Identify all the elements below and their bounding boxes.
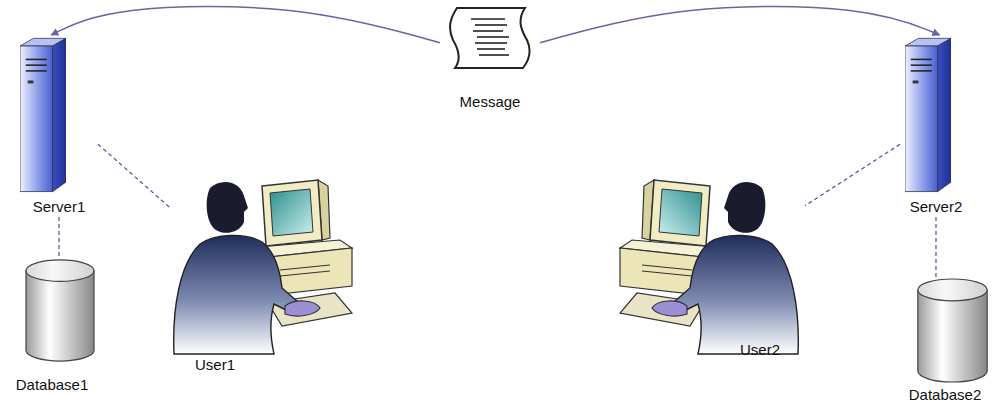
user-workstation	[170, 178, 370, 358]
server-icon	[20, 38, 66, 191]
message-arrow	[51, 6, 440, 42]
dashed-link	[805, 144, 900, 206]
server-node: Server2	[900, 35, 972, 217]
server-icon	[905, 38, 951, 191]
dashed-link	[935, 217, 936, 278]
database-cylinder	[26, 260, 94, 361]
user-workstation	[620, 180, 798, 354]
database-cylinder-node: Database1	[12, 258, 107, 398]
dashed-link	[58, 217, 59, 258]
server-icon	[905, 38, 951, 191]
database-cylinder	[25, 258, 95, 363]
user-workstation	[174, 180, 352, 354]
message-icon	[450, 8, 530, 68]
message-node: Message	[440, 5, 540, 113]
user-workstation	[174, 180, 352, 354]
database-cylinder	[915, 278, 990, 383]
user-workstation	[620, 180, 798, 354]
database-cylinder	[26, 260, 94, 361]
dashed-link	[98, 144, 170, 208]
node-label: Server2	[900, 198, 972, 216]
user-workstation-node: User2	[590, 178, 805, 363]
server-icon	[905, 35, 951, 195]
node-label: User1	[180, 356, 250, 374]
node-label: Message	[440, 93, 540, 111]
message-arrow	[540, 6, 940, 42]
database-cylinder	[918, 279, 987, 382]
user-workstation-node: User1	[170, 178, 370, 376]
message-icon	[447, 5, 533, 71]
server-node: Server1	[20, 35, 98, 217]
node-label: User2	[725, 341, 795, 359]
server-icon	[20, 35, 66, 195]
node-label: Server1	[20, 198, 98, 216]
node-label: Database1	[12, 376, 92, 394]
message-icon	[450, 8, 530, 68]
server-icon	[20, 38, 66, 191]
user-workstation	[590, 178, 802, 358]
database-cylinder-node: Database2	[900, 278, 998, 405]
node-label: Database2	[900, 386, 990, 404]
database-cylinder	[918, 279, 987, 382]
